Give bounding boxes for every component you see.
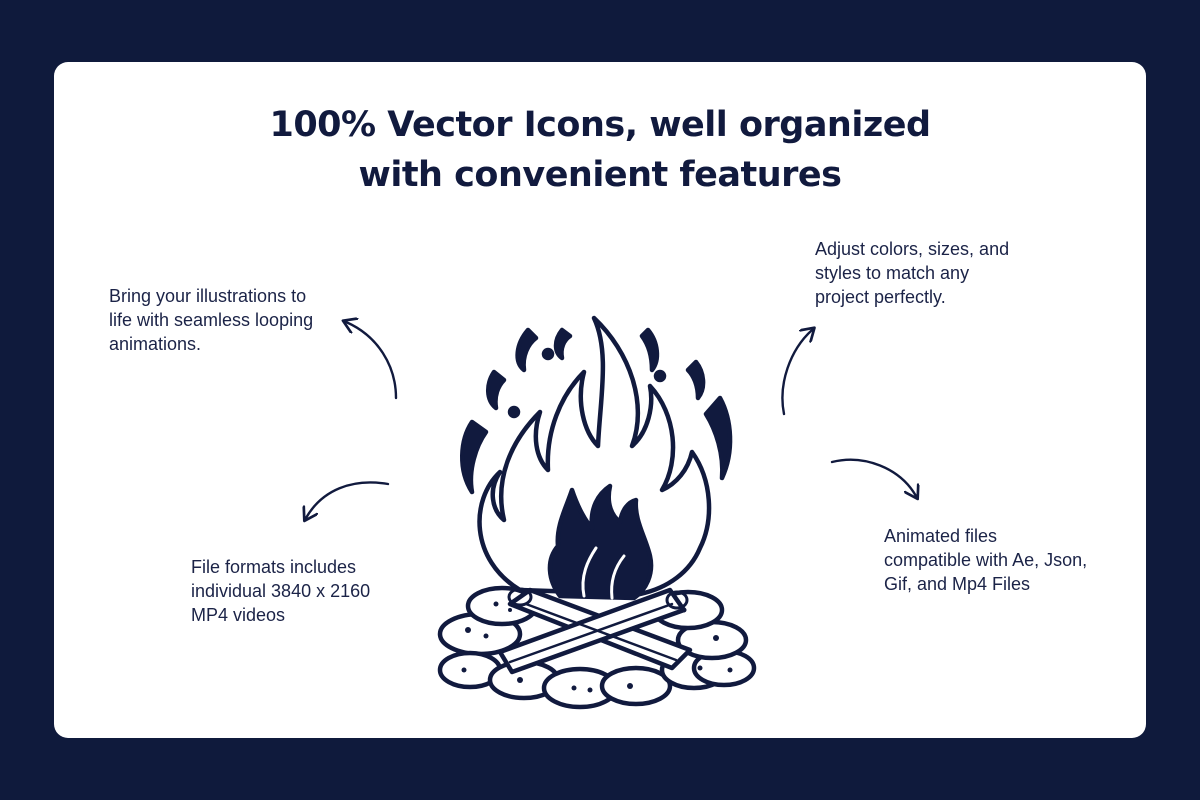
arrow-up-left-icon bbox=[346, 322, 398, 400]
campfire-icon bbox=[437, 315, 757, 710]
feature-text-line: File formats includes bbox=[191, 557, 357, 577]
arrows bbox=[306, 322, 916, 518]
arrow-up-right-icon bbox=[781, 330, 812, 416]
headline-line-1: 100% Vector Icons, well organized bbox=[269, 105, 931, 145]
feature-text-line: life with seamless looping bbox=[109, 310, 314, 330]
feature-text-line: MP4 videos bbox=[191, 605, 286, 625]
feature-file-formats: File formats includes individual 3840 x … bbox=[191, 555, 370, 627]
feature-text-line: styles to match any bbox=[815, 263, 970, 283]
arrow-down-right-icon bbox=[830, 458, 916, 496]
feature-looping-animations: Bring your illustrations to life with se… bbox=[109, 284, 313, 356]
feature-text-line: compatible with Ae, Json, bbox=[884, 550, 1088, 570]
feature-compatibility: Animated files compatible with Ae, Json,… bbox=[884, 524, 1087, 596]
feature-text-line: individual 3840 x 2160 bbox=[191, 581, 371, 601]
feature-text-line: Adjust colors, sizes, and bbox=[815, 239, 1010, 259]
feature-customization: Adjust colors, sizes, and styles to matc… bbox=[815, 237, 1009, 309]
feature-text-line: Animated files bbox=[884, 526, 998, 546]
feature-text-line: Gif, and Mp4 Files bbox=[884, 574, 1031, 594]
headline-line-2: with convenient features bbox=[358, 155, 842, 195]
headline: 100% Vector Icons, well organized with c… bbox=[0, 100, 1200, 200]
feature-text-line: project perfectly. bbox=[815, 287, 946, 307]
arrow-down-left-icon bbox=[306, 481, 390, 518]
feature-text-line: animations. bbox=[109, 334, 202, 354]
feature-text-line: Bring your illustrations to bbox=[109, 286, 307, 306]
